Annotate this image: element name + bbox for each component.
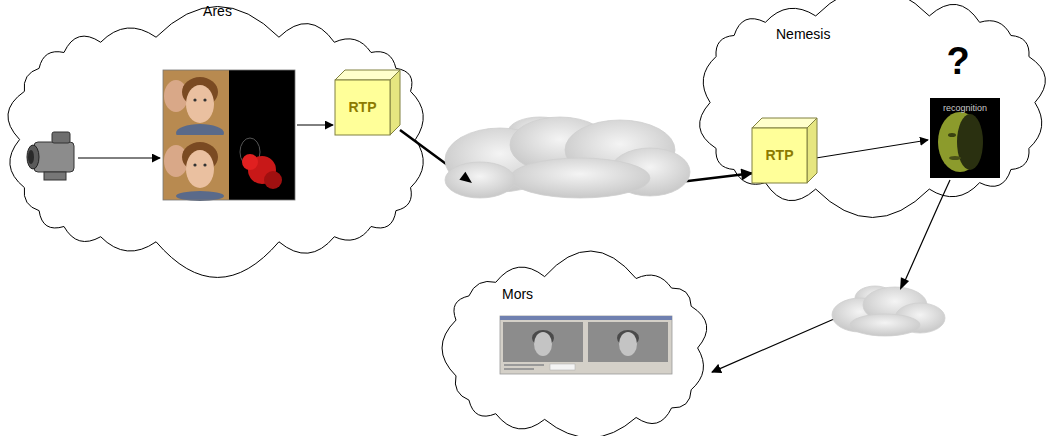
flow-line — [939, 180, 950, 205]
host-name: Ares — [203, 3, 232, 19]
result-arrow — [712, 205, 939, 372]
flow-arrow — [78, 158, 160, 159]
protocol-label: RTP — [349, 99, 377, 115]
cloud-outline — [5, 22, 430, 257]
cloud-outline — [440, 262, 712, 434]
host-cloud: RTPAres — [5, 22, 430, 257]
host-name: Nemesis — [776, 26, 830, 42]
network-cloud — [832, 286, 945, 336]
protocol-label: RTP — [766, 147, 794, 163]
image-caption: recognition — [943, 103, 987, 113]
protocol-box: RTP — [752, 118, 817, 183]
result-screenshot — [500, 316, 672, 374]
question-mark: ? — [946, 40, 969, 84]
host-cloud: RTP Nemesis — [695, 0, 1050, 205]
camera-icon — [27, 132, 74, 180]
arrow-head — [900, 277, 909, 290]
flow-arrow — [816, 140, 928, 158]
cloud-outline — [695, 0, 1050, 205]
protocol-box: RTP — [335, 70, 400, 135]
flow-arrow — [297, 125, 333, 126]
video-thumbnail — [163, 70, 295, 201]
host-name: Mors — [502, 286, 533, 302]
arrow-head — [459, 172, 472, 183]
face-image — [930, 98, 1000, 178]
network-cloud — [445, 117, 690, 198]
host-cloud: Mors — [440, 262, 712, 434]
